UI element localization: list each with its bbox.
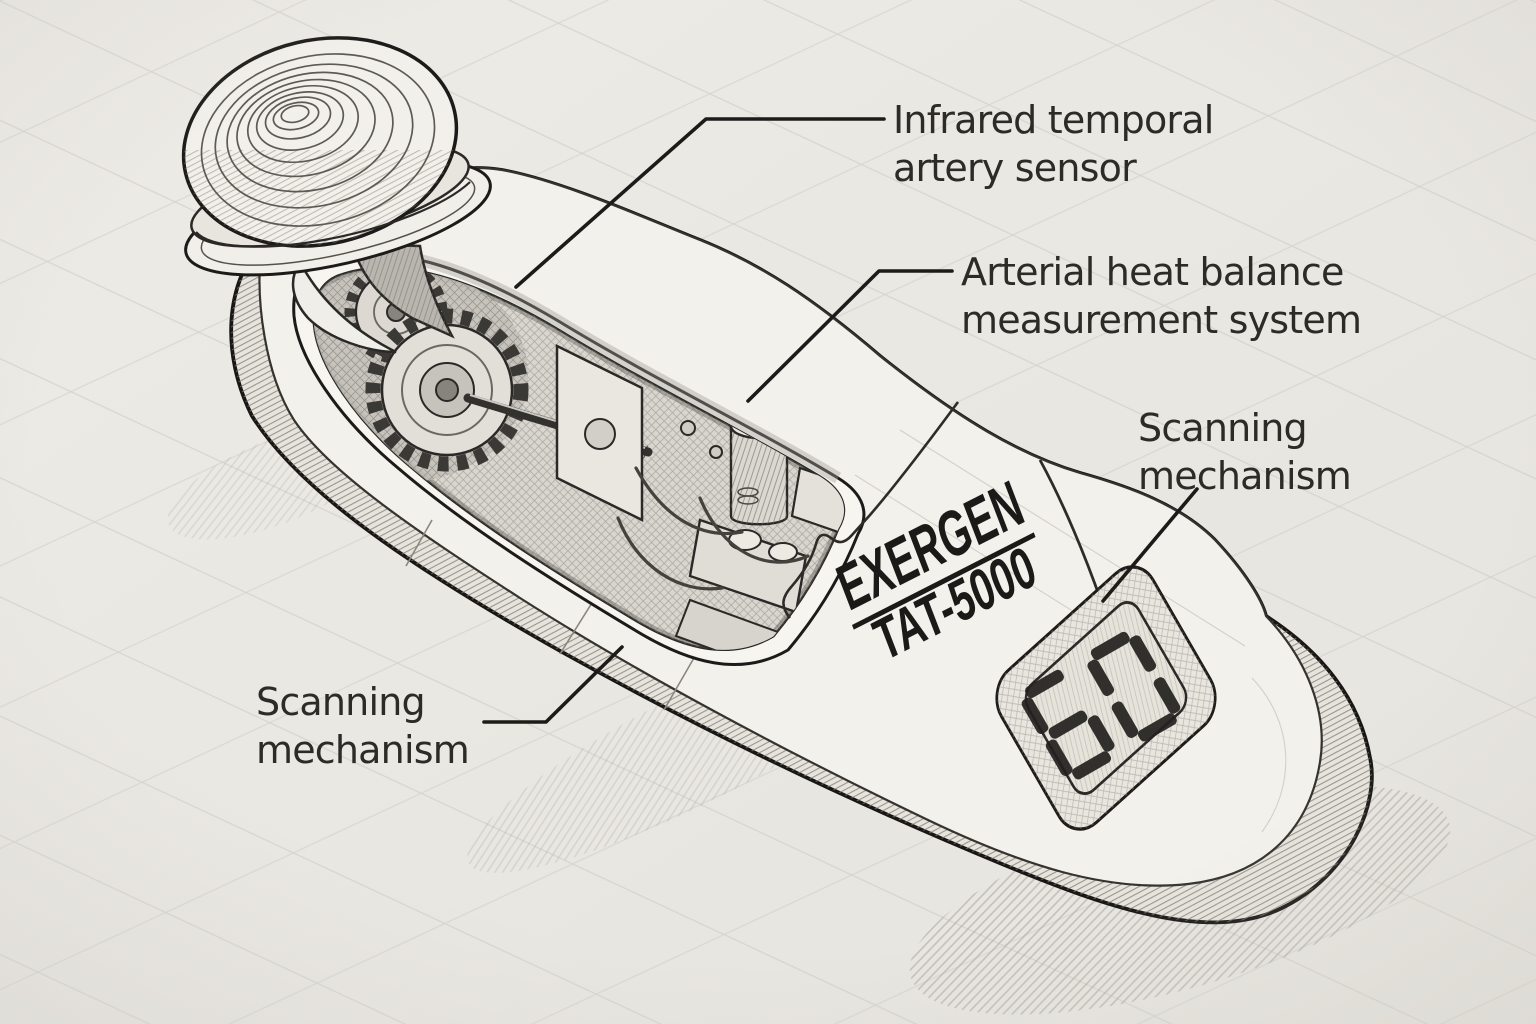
label-line: Scanning bbox=[256, 680, 426, 724]
label-line: Arterial heat balance bbox=[961, 250, 1344, 294]
label-line: Infrared temporal bbox=[893, 98, 1214, 142]
label-infrared-sensor: Infrared temporal artery sensor bbox=[893, 96, 1214, 192]
label-line: artery sensor bbox=[893, 146, 1137, 190]
label-scanning-top-right: Scanning mechanism bbox=[1138, 404, 1352, 500]
label-heat-balance: Arterial heat balance measurement system bbox=[961, 248, 1362, 344]
label-line: mechanism bbox=[1138, 454, 1352, 498]
label-line: Scanning bbox=[1138, 406, 1308, 450]
label-line: measurement system bbox=[961, 298, 1362, 342]
label-scanning-bottom-left: Scanning mechanism bbox=[256, 678, 470, 774]
label-line: mechanism bbox=[256, 728, 470, 772]
